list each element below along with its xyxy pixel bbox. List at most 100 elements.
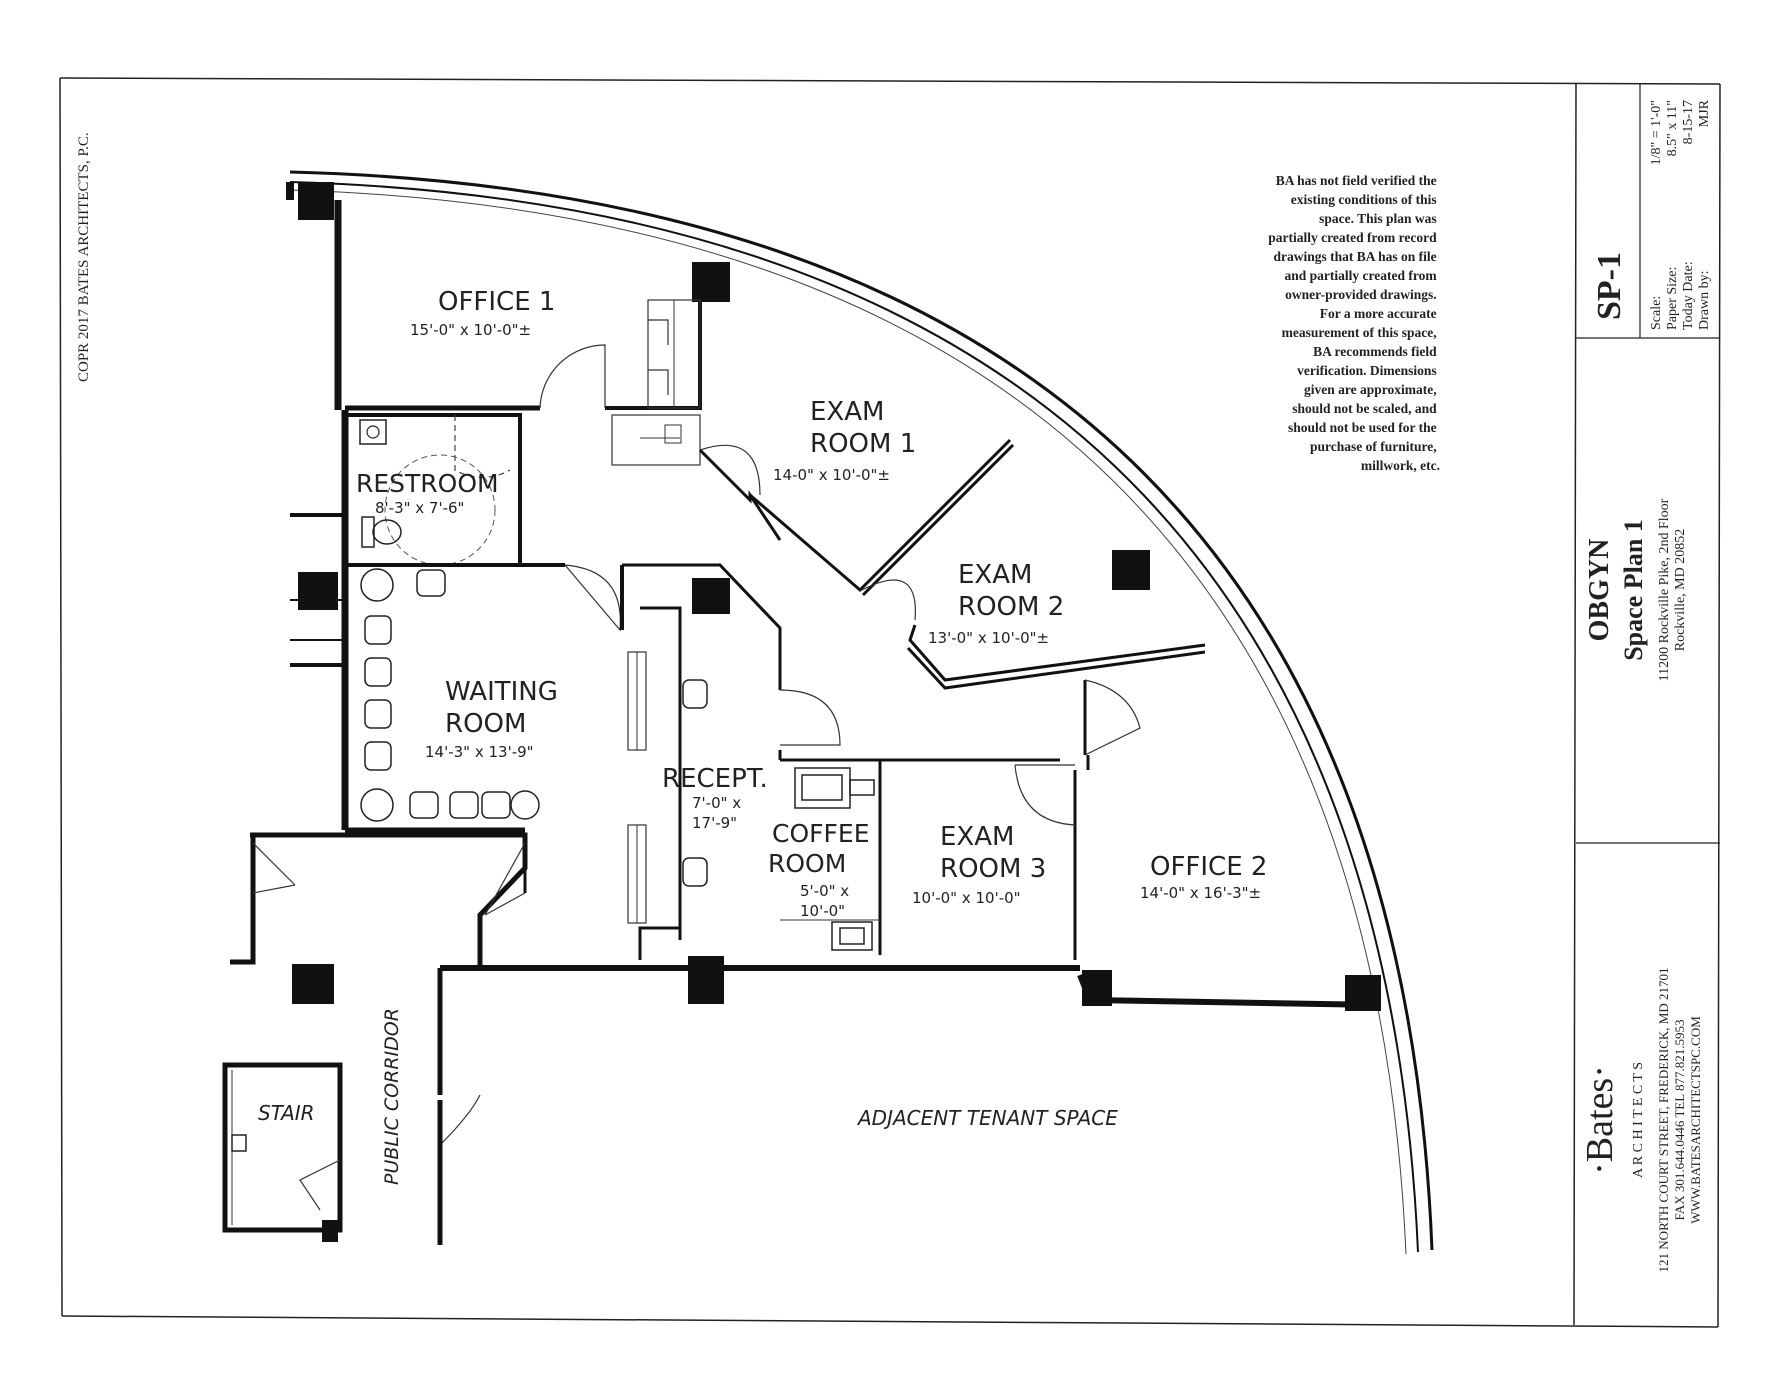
disclaimer-line: owner-provided drawings.: [1285, 287, 1437, 302]
date-value: 8-15-17: [1681, 100, 1696, 144]
firm-website: WWW.BATESARCHITECTSPC.COM: [1688, 1016, 1703, 1224]
office2-walls: [1083, 679, 1141, 770]
disclaimer-line: and partially created from: [1285, 268, 1438, 283]
recept-name: RECEPT.: [662, 764, 768, 794]
disclaimer-line: given are approximate,: [1304, 382, 1437, 397]
floor-plan: OFFICE 1 15'-0" x 10'-0"± EXAM ROOM 1 14…: [222, 170, 1434, 1255]
chair-icon: [682, 857, 708, 887]
coffee-name-line1: COFFEE: [772, 819, 870, 848]
corridor-label: PUBLIC CORRIDOR: [381, 1008, 403, 1185]
disclaimer-line: millwork, etc.: [1361, 458, 1440, 473]
column: [298, 572, 338, 610]
exam3-name-line1: EXAM: [940, 822, 1014, 852]
waiting-walls: [345, 563, 624, 833]
office2-dims: 14'-0" x 16'-3"±: [1140, 884, 1261, 902]
disclaimer-line: purchase of furniture,: [1310, 439, 1437, 454]
column: [692, 262, 730, 302]
office1-walls: [345, 299, 702, 411]
curtain-wall: [289, 170, 1434, 1255]
chair-icon: [360, 788, 394, 822]
coffee-dims-line2: 10'-0": [800, 902, 845, 920]
sink-icon: [359, 419, 387, 445]
paper-size-label: Paper Size:: [1665, 267, 1680, 330]
recept-dims-line1: 7'-0" x: [692, 794, 741, 812]
exam2-walls: [861, 579, 1206, 690]
firm-address: 121 NORTH COURT STREET, FREDERICK, MD 21…: [1656, 968, 1671, 1273]
sheet-number: SP-1: [1591, 252, 1628, 320]
chair-icon: [409, 791, 439, 819]
scale-value: 1/8" = 1'-0": [1649, 100, 1664, 165]
stair-label: STAIR: [258, 1101, 315, 1125]
reception-walls: [622, 563, 841, 960]
drawn-by-value: MJR: [1697, 99, 1712, 127]
stair: [222, 1062, 343, 1233]
copier-icon: [794, 767, 875, 809]
chair-icon: [416, 569, 446, 597]
waiting-name-line1: WAITING: [445, 677, 558, 707]
disclaimer-note: BA has not field verified the existing c…: [1268, 173, 1440, 473]
exam2-dims: 13'-0" x 10'-0"±: [928, 629, 1049, 647]
column: [688, 956, 724, 1004]
coffee-dims-line1: 5'-0" x: [800, 882, 849, 900]
chair-icon: [364, 699, 392, 729]
chair-icon: [360, 568, 394, 602]
toilet-icon: [361, 516, 402, 548]
chair-icon: [364, 657, 392, 687]
column: [1112, 550, 1150, 590]
disclaimer-line: should not be used for the: [1288, 420, 1437, 435]
copyright-text: COPR 2017 BATES ARCHITECTS, P.C.: [76, 132, 92, 382]
sheet-border: [59, 77, 1721, 1328]
waiting-dims: 14'-3" x 13'-9": [425, 743, 534, 761]
disclaimer-line: partially created from record: [1268, 230, 1437, 245]
disclaimer-line: space. This plan was: [1319, 211, 1437, 226]
project-name: OBGYN: [1584, 539, 1615, 642]
project-address-line2: Rockville, MD 20852: [1673, 529, 1688, 652]
firm-name: ·Bates·: [1579, 1065, 1621, 1175]
chair-icon: [449, 791, 479, 819]
column: [1345, 975, 1381, 1011]
firm-subtitle: A R C H I T E C T S: [1631, 1062, 1646, 1178]
structural-columns: [292, 182, 1381, 1242]
plan-name: Space Plan 1: [1619, 519, 1648, 661]
exam3-name-line2: ROOM 3: [940, 854, 1046, 884]
recept-dims-line2: 17'-9": [692, 814, 737, 832]
chair-icon: [510, 790, 540, 820]
disclaimer-line: measurement of this space,: [1282, 325, 1437, 340]
exam2-name-line1: EXAM: [958, 560, 1032, 590]
disclaimer-line: BA recommends field: [1313, 344, 1437, 359]
scale-label: Scale:: [1649, 296, 1664, 330]
exam3-dims: 10'-0" x 10'-0": [912, 889, 1021, 907]
firm-phone: FAX 301.644.0446 TEL 877.821.5953: [1672, 1020, 1687, 1221]
adjacent-tenant-label: ADJACENT TENANT SPACE: [856, 1106, 1118, 1130]
restroom-dims: 8'-3" x 7'-6": [375, 499, 464, 517]
chair-icon: [364, 741, 392, 771]
exam1-dims: 14-0" x 10'-0"±: [773, 466, 890, 484]
firm-logo: ·Bates· A R C H I T E C T S: [1579, 1062, 1646, 1178]
project-address-line1: 11200 Rockville Pike, 2nd Floor: [1657, 498, 1672, 681]
disclaimer-line: verification. Dimensions: [1297, 363, 1437, 378]
room-labels: OFFICE 1 15'-0" x 10'-0"± EXAM ROOM 1 14…: [258, 287, 1267, 1185]
date-label: Today Date:: [1681, 261, 1696, 330]
column: [692, 578, 730, 614]
coffee-name-line2: ROOM: [768, 849, 846, 878]
disclaimer-line: BA has not field verified the: [1276, 173, 1437, 188]
column: [292, 964, 334, 1004]
exam1-name-line1: EXAM: [810, 397, 884, 427]
title-block: SP-1 Scale: Paper Size: Today Date: Draw…: [1573, 83, 1720, 1326]
chair-icon: [481, 791, 511, 819]
exam1-walls: [698, 438, 1015, 597]
disclaimer-line: For a more accurate: [1320, 306, 1437, 321]
disclaimer-line: existing conditions of this: [1291, 192, 1437, 207]
office1-name: OFFICE 1: [438, 287, 555, 317]
exam1-name-line2: ROOM 1: [810, 429, 916, 459]
chair-icon: [682, 679, 708, 709]
paper-size-value: 8.5" x 11": [1665, 100, 1680, 156]
drawn-by-label: Drawn by:: [1697, 271, 1712, 331]
chair-icon: [364, 615, 392, 645]
column: [298, 182, 334, 220]
column: [1082, 970, 1112, 1006]
exam2-name-line2: ROOM 2: [958, 592, 1064, 622]
appliance-icon: [831, 921, 873, 951]
office1-dims: 15'-0" x 10'-0"±: [410, 321, 531, 339]
